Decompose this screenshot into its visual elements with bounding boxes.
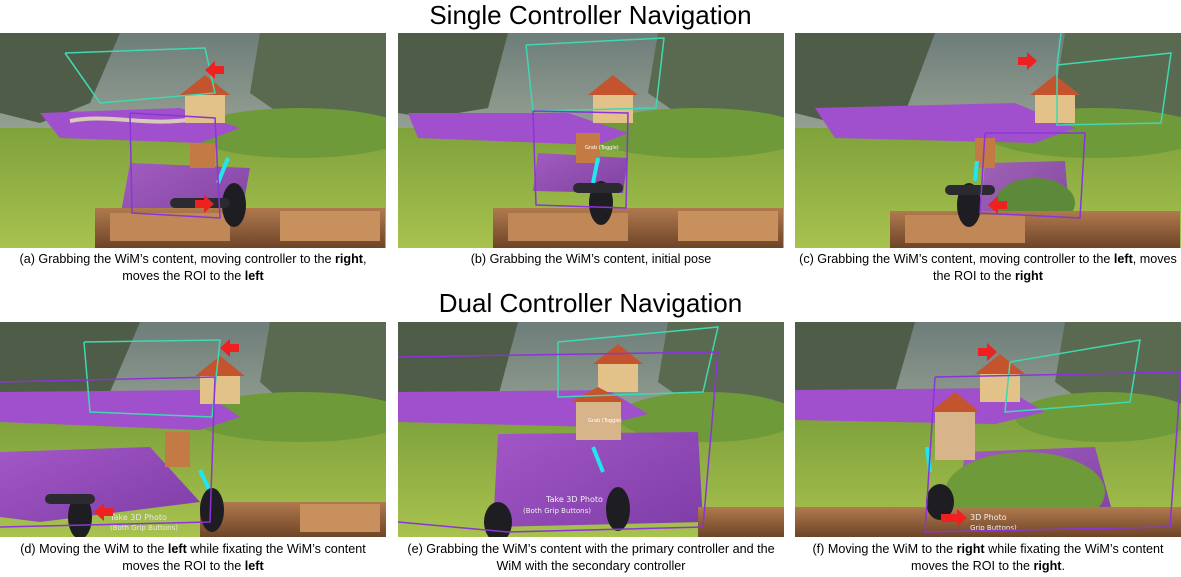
caption-e: (e) Grabbing the WiM’s content with the … bbox=[407, 542, 775, 573]
caption-c: (c) Grabbing the WiM’s content, moving c… bbox=[799, 252, 1177, 283]
grip-label-f: Grip Buttons) bbox=[970, 524, 1017, 532]
panel-a-screenshot bbox=[0, 33, 386, 248]
grab-toggle-label: Grab (Toggle) bbox=[585, 145, 619, 151]
panel-d-screenshot: Take 3D Photo (Both Grip Buttons) bbox=[0, 322, 386, 537]
single-controller-title: Single Controller Navigation bbox=[429, 0, 752, 30]
caption-f: (f) Moving the WiM to the right while fi… bbox=[812, 542, 1164, 573]
grab-toggle-label-e: Grab (Toggle) bbox=[588, 418, 622, 424]
take-photo-label-e: Take 3D Photo bbox=[545, 495, 603, 504]
caption-d: (d) Moving the WiM to the left while fix… bbox=[20, 542, 366, 573]
panel-c-screenshot bbox=[795, 33, 1181, 248]
grip-label-e: (Both Grip Buttons) bbox=[523, 507, 591, 515]
panel-f-screenshot: 3D Photo Grip Buttons) bbox=[795, 322, 1181, 537]
photo-label-f: 3D Photo bbox=[970, 513, 1007, 522]
caption-a: (a) Grabbing the WiM’s content, moving c… bbox=[19, 252, 367, 283]
take-photo-label-d: Take 3D Photo bbox=[109, 513, 167, 522]
caption-b: (b) Grabbing the WiM’s content, initial … bbox=[470, 252, 712, 266]
panel-b-screenshot: Grab (Toggle) bbox=[398, 33, 784, 248]
dual-controller-title: Dual Controller Navigation bbox=[438, 288, 743, 318]
panel-e-screenshot: Grab (Toggle) Take 3D Photo (Both Grip B… bbox=[398, 322, 784, 537]
grip-label-d: (Both Grip Buttons) bbox=[110, 524, 178, 532]
